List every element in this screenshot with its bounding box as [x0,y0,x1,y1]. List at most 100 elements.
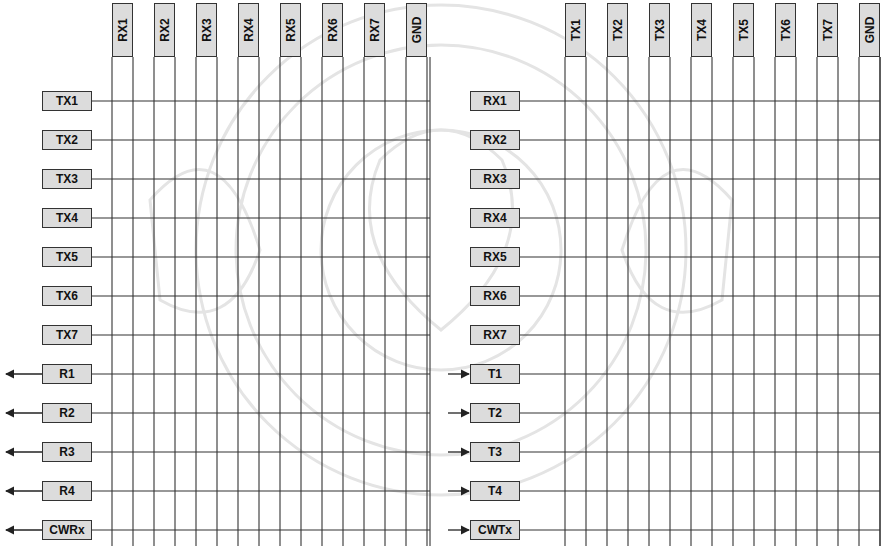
column-header: RX1 [112,3,133,57]
signal-name: TX2 [612,19,624,41]
signal-name: GND [864,17,876,44]
grid-line [520,217,880,218]
signal-name: RX1 [117,18,129,41]
grid-line [237,57,238,546]
grid-line [520,334,880,335]
row-label: TX4 [42,208,92,228]
signal-arrow [6,373,42,374]
signal-name: T2 [471,407,519,419]
signal-name: TX4 [43,212,91,224]
signal-name: TX4 [696,19,708,41]
grid-line [92,256,430,257]
signal-name: CWRx [43,524,91,536]
grid-line [858,57,859,546]
grid-line [363,57,364,546]
grid-line [426,57,427,546]
grid-line [92,412,430,413]
grid-line [92,100,430,101]
signal-name: RX7 [369,18,381,41]
signal-name: RX4 [471,212,519,224]
signal-name: TX6 [780,19,792,41]
signal-name: RX6 [327,18,339,41]
signal-name: RX5 [285,18,297,41]
grid-line [92,295,430,296]
grid-line [564,57,565,546]
row-label: RX6 [470,286,520,306]
grid-line [520,373,880,374]
column-header: TX4 [691,3,712,57]
grid-line [520,100,880,101]
signal-arrow [448,412,469,413]
grid-line [111,57,112,546]
column-header: RX5 [280,3,301,57]
grid-line [342,57,343,546]
signal-name: TX5 [738,19,750,41]
column-header: TX5 [733,3,754,57]
row-label: RX2 [470,130,520,150]
column-header: TX7 [817,3,838,57]
grid-line [795,57,796,546]
grid-line [92,490,430,491]
signal-arrow [6,412,42,413]
signal-name: RX6 [471,290,519,302]
column-header: RX4 [238,3,259,57]
grid-line [520,451,880,452]
grid-line [520,256,880,257]
row-label: RX5 [470,247,520,267]
grid-line [816,57,817,546]
grid-line [174,57,175,546]
column-header: RX6 [322,3,343,57]
grid-line [520,490,880,491]
signal-name: TX3 [654,19,666,41]
column-header: TX1 [565,3,586,57]
signal-arrow [448,529,469,530]
grid-line [258,57,259,546]
row-label: TX2 [42,130,92,150]
column-header: RX3 [196,3,217,57]
grid-line [216,57,217,546]
signal-name: GND [411,17,423,44]
signal-name: R3 [43,446,91,458]
grid-line [669,57,670,546]
row-label: CWRx [42,520,92,540]
signal-name: R2 [43,407,91,419]
grid-line [92,373,430,374]
row-label: T3 [470,442,520,462]
grid-line [520,178,880,179]
grid-line [606,57,607,546]
row-label: R3 [42,442,92,462]
signal-name: T3 [471,446,519,458]
signal-name: TX2 [43,134,91,146]
grid-line [279,57,280,546]
signal-name: RX1 [471,95,519,107]
row-label: R2 [42,403,92,423]
signal-name: RX3 [471,173,519,185]
column-header: RX7 [364,3,385,57]
row-label: R4 [42,481,92,501]
grid-line [520,529,880,530]
row-label: TX7 [42,325,92,345]
grid-line [132,57,133,546]
grid-line [153,57,154,546]
grid-line [837,57,838,546]
signal-name: RX2 [159,18,171,41]
grid-line [753,57,754,546]
row-label: RX3 [470,169,520,189]
row-label: TX6 [42,286,92,306]
signal-name: TX7 [822,19,834,41]
row-label: RX1 [470,91,520,111]
row-label: TX5 [42,247,92,267]
column-header: GND [859,3,880,57]
signal-name: TX5 [43,251,91,263]
grid-line [92,529,430,530]
grid-line [711,57,712,546]
row-label: T1 [470,364,520,384]
row-label: TX3 [42,169,92,189]
grid-line [300,57,301,546]
signal-name: TX1 [43,95,91,107]
signal-arrow [6,529,42,530]
grid-line [195,57,196,546]
column-header: RX2 [154,3,175,57]
signal-name: RX7 [471,329,519,341]
grid-line [879,57,880,546]
